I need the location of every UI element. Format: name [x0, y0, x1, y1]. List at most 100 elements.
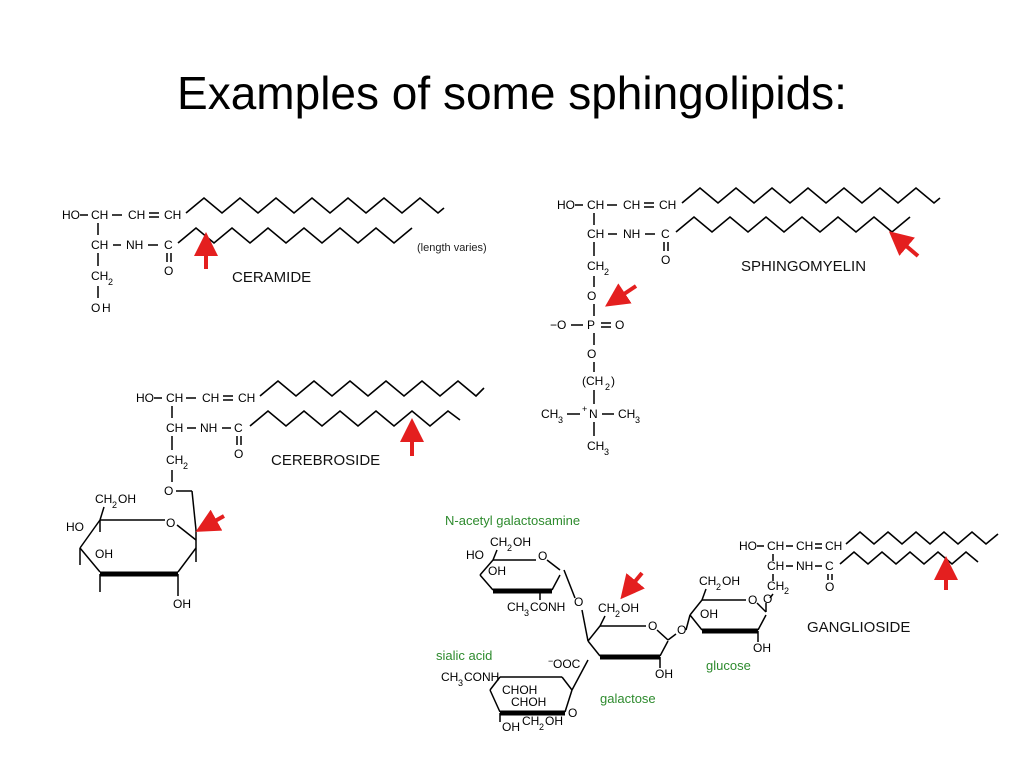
svg-text:CH: CH: [767, 579, 784, 593]
svg-text:CH: CH: [587, 439, 604, 453]
svg-text:CONH: CONH: [530, 600, 565, 614]
svg-text:O: O: [615, 318, 624, 332]
fatty-chain-sphingosine: [259, 379, 485, 398]
svg-text:CHOH: CHOH: [511, 695, 546, 709]
svg-text:O: O: [234, 447, 243, 461]
svg-text:CH: CH: [166, 453, 183, 467]
svg-text:CH: CH: [522, 714, 539, 728]
sphingomyelin-label: SPHINGOMYELIN: [741, 258, 866, 275]
svg-text:O: O: [587, 289, 596, 303]
svg-text:3: 3: [558, 415, 563, 425]
svg-text:O: O: [677, 623, 686, 637]
svg-text:CH: CH: [441, 670, 458, 684]
atom-c: C: [164, 238, 173, 252]
svg-text:CHOH: CHOH: [502, 683, 537, 697]
svg-text:CH: CH: [587, 227, 604, 241]
svg-text:2: 2: [507, 543, 512, 553]
svg-text:N: N: [589, 407, 598, 421]
atom-ch: CH: [91, 238, 108, 252]
svg-text:OOC: OOC: [553, 657, 581, 671]
fatty-chain-acyl: [249, 409, 461, 428]
svg-text:2: 2: [615, 609, 620, 619]
svg-text:C: C: [825, 559, 834, 573]
glucose-label: glucose: [706, 658, 751, 673]
svg-text:OH: OH: [545, 714, 563, 728]
svg-text:): ): [611, 374, 615, 388]
svg-text:−: −: [548, 656, 553, 666]
fatty-chain-sphingosine: [185, 196, 445, 215]
svg-text:CH: CH: [166, 391, 183, 405]
svg-text:+: +: [582, 404, 587, 414]
svg-text:CH: CH: [490, 535, 507, 549]
glucose-ring: CH 2 OH O OH OH O glucose: [689, 574, 772, 673]
svg-text:CH: CH: [587, 198, 604, 212]
svg-text:HO: HO: [557, 198, 575, 212]
sialic-acid-label: sialic acid: [436, 648, 492, 663]
svg-text:3: 3: [524, 608, 529, 618]
sialic-acid-ring: sialic acid − OOC CH 3 CONH CHOH CHOH CH…: [436, 648, 589, 734]
svg-text:CH: CH: [238, 391, 255, 405]
ganglioside-label: GANGLIOSIDE: [807, 619, 910, 636]
svg-text:CH: CH: [767, 539, 784, 553]
svg-text:3: 3: [458, 678, 463, 688]
n-acetyl-galactosamine-ring: N-acetyl galactosamine CH 2 OH HO O OH C…: [445, 513, 589, 642]
svg-text:HO: HO: [136, 391, 154, 405]
sphingomyelin-structure: HO CH CH CH CH NH C O CH 2 O −O P O O (C…: [541, 186, 941, 457]
svg-text:O: O: [748, 593, 757, 607]
slide-title: Examples of some sphingolipids:: [177, 67, 847, 119]
red-arrow: [605, 283, 638, 307]
svg-text:NH: NH: [200, 421, 217, 435]
svg-text:2: 2: [604, 267, 609, 277]
svg-text:P: P: [587, 318, 595, 332]
fatty-chain-acyl: [177, 226, 413, 245]
svg-text:2: 2: [539, 722, 544, 732]
svg-text:2: 2: [716, 582, 721, 592]
svg-text:OH: OH: [488, 564, 506, 578]
svg-text:OH: OH: [700, 607, 718, 621]
svg-text:HO: HO: [739, 539, 757, 553]
svg-text:CH: CH: [541, 407, 558, 421]
svg-text:CH: CH: [767, 559, 784, 573]
fatty-chain-sphingosine: [845, 530, 999, 546]
red-arrow: [620, 571, 645, 600]
cerebroside-label: CEREBROSIDE: [271, 452, 380, 469]
svg-text:C: C: [234, 421, 243, 435]
svg-text:OH: OH: [621, 601, 639, 615]
svg-text:C: C: [661, 227, 670, 241]
svg-text:O: O: [568, 706, 577, 720]
svg-text:O: O: [763, 592, 772, 606]
svg-text:CH: CH: [507, 600, 524, 614]
svg-text:O: O: [587, 347, 596, 361]
cerebroside-structure: HO CH CH CH CH NH C O CH 2 O CH 2 OH: [66, 379, 485, 611]
atom-nh: NH: [126, 238, 143, 252]
galactose-label: galactose: [600, 691, 656, 706]
nag-label: N-acetyl galactosamine: [445, 513, 580, 528]
svg-text:OH: OH: [95, 547, 113, 561]
ganglioside-structure: HO CH CH CH CH NH C O CH 2 GANGLIOSIDE C…: [436, 513, 999, 734]
red-arrow: [888, 231, 920, 258]
svg-text:CH: CH: [598, 601, 615, 615]
svg-text:2: 2: [183, 461, 188, 471]
atom-h: H: [102, 301, 111, 315]
svg-text:CH: CH: [659, 198, 676, 212]
atom-o: O: [91, 301, 100, 315]
svg-text:−O: −O: [550, 318, 566, 332]
atom-ch2: CH: [91, 269, 108, 283]
atom-ho: HO: [62, 208, 80, 222]
svg-text:O: O: [825, 580, 834, 594]
svg-text:OH: OH: [655, 667, 673, 681]
ceramide-label: CERAMIDE: [232, 269, 311, 286]
fatty-chain-sphingosine: [681, 186, 941, 205]
atom-ch: CH: [164, 208, 181, 222]
svg-text:O: O: [574, 595, 583, 609]
svg-text:2: 2: [112, 500, 117, 510]
svg-text:NH: NH: [796, 559, 813, 573]
svg-text:OH: OH: [502, 720, 520, 734]
svg-text:NH: NH: [623, 227, 640, 241]
svg-text:HO: HO: [466, 548, 484, 562]
svg-text:O: O: [538, 549, 547, 563]
svg-text:CH: CH: [587, 259, 604, 273]
svg-text:CH: CH: [618, 407, 635, 421]
svg-text:2: 2: [108, 277, 113, 287]
